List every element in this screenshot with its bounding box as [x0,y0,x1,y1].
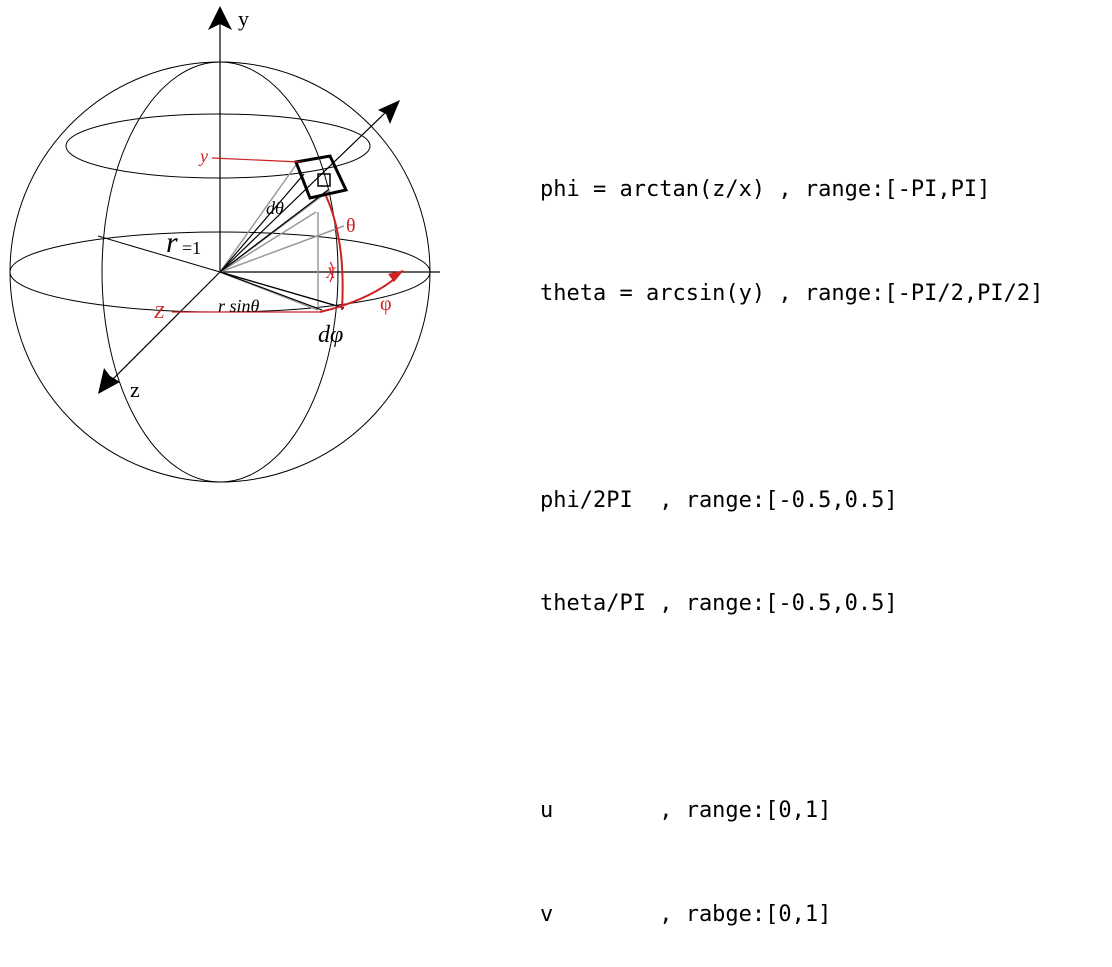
y-axis-label: y [238,6,249,31]
r-sin-theta-label: r sinθ [218,296,260,316]
phi-arc-arrowhead [388,270,404,282]
radial-direction [219,111,387,273]
z-axis-arrowhead [98,368,120,394]
direction-marker [317,173,331,187]
phi-normalized-formula: phi/2PI , range:[-0.5,0.5] [540,487,898,513]
handwritten-helpers [172,157,334,313]
z-axis-label: z [130,377,140,402]
u-range-formula: u , range:[0,1] [540,798,832,823]
formula-gap [540,380,1043,415]
theta-symbol: θ [346,215,356,237]
theta-arc [325,195,344,311]
phi-symbol: φ [380,293,392,315]
formula-gap [540,691,1043,726]
sphere-coordinate-diagram: y x z r =1 θ φ y Z X dθ r sinθ dφ [9,6,440,483]
phi-formula: phi = arctan(z/x) , range:[-PI,PI] [540,177,991,202]
radius-symbol: r [166,226,178,259]
z-axis [111,271,221,381]
radius-line [97,235,221,273]
formula-panel: phi = arctan(z/x) , range:[-PI,PI] theta… [540,104,1043,967]
v-range-formula: v , rabge:[0,1] [540,901,832,927]
theta-formula: theta = arcsin(y) , range:[-PI/2,PI/2] [540,280,1044,306]
d-phi-label: dφ [318,322,343,348]
latitude-ellipse [65,113,371,179]
phi-arc [319,275,399,313]
d-theta-label: dθ [266,198,284,218]
radius-value: =1 [182,238,201,258]
element-edges [219,173,345,311]
theta-normalized-formula: theta/PI , range:[-0.5,0.5] [540,591,898,616]
surface-element [293,154,349,200]
y-axis-arrowhead [208,6,232,30]
handwritten-y: y [198,146,208,166]
radial-arrowhead [378,100,400,124]
handwritten-z: Z [154,302,165,322]
handwritten-x: X [325,265,337,282]
projection-lines [219,161,345,311]
